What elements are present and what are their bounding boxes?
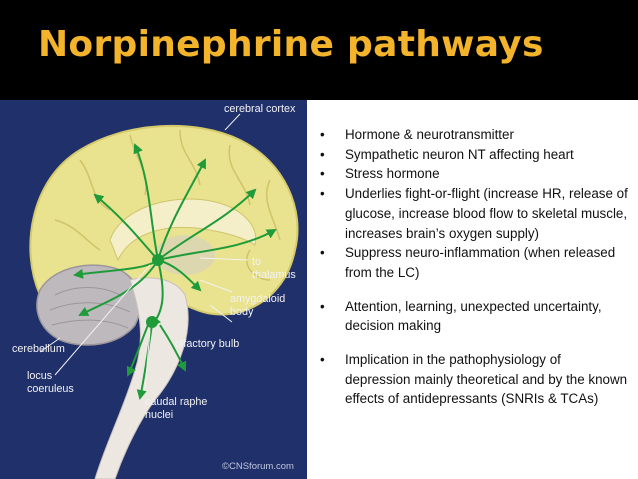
cortex-folds [54,129,281,281]
bullet-item: Stress hormone [318,164,630,184]
bullet-item: Attention, learning, unexpected uncertai… [318,297,630,336]
caudal-raphe-node [146,316,158,328]
bullet-item: Suppress neuro-inflammation (when releas… [318,243,630,282]
image-credit: ©CNSforum.com [222,461,294,472]
brainstem-shape [94,277,189,479]
label-to: to [252,256,261,268]
label-locus: locus [27,370,53,382]
label-leader-lines [39,113,249,391]
slide-content: cerebral cortex to thalamus amygdaloid b… [0,100,638,479]
label-olfactory-bulb: olfactory bulb [175,338,239,350]
label-thalamus: thalamus [252,269,296,281]
cerebellum-folds [49,287,131,329]
label-body: body [230,306,254,318]
bullet-item: Sympathetic neuron NT affecting heart [318,145,630,165]
bullet-item: Implication in the pathophysiology of de… [318,350,630,409]
cerebellum-shape [36,264,141,346]
label-coeruleus: coeruleus [27,383,74,395]
title-bar: Norpinephrine pathways [0,0,638,100]
bullet-list: Hormone & neurotransmitter Sympathetic n… [318,125,630,409]
bullet-item: Underlies fight-or-flight (increase HR, … [318,184,630,243]
label-amygdaloid: amygdaloid [230,293,285,305]
locus-coeruleus-node [152,254,164,266]
brain-diagram: cerebral cortex to thalamus amygdaloid b… [0,100,307,479]
label-cerebellum: cerebellum [12,343,65,355]
label-cerebral-cortex: cerebral cortex [224,103,296,115]
bullet-item: Hormone & neurotransmitter [318,125,630,145]
label-nuclei: nuclei [145,409,173,421]
slide-title: Norpinephrine pathways [38,24,544,65]
corpus-callosum [109,198,257,262]
label-caudal-raphe: caudal raphe [145,396,207,408]
